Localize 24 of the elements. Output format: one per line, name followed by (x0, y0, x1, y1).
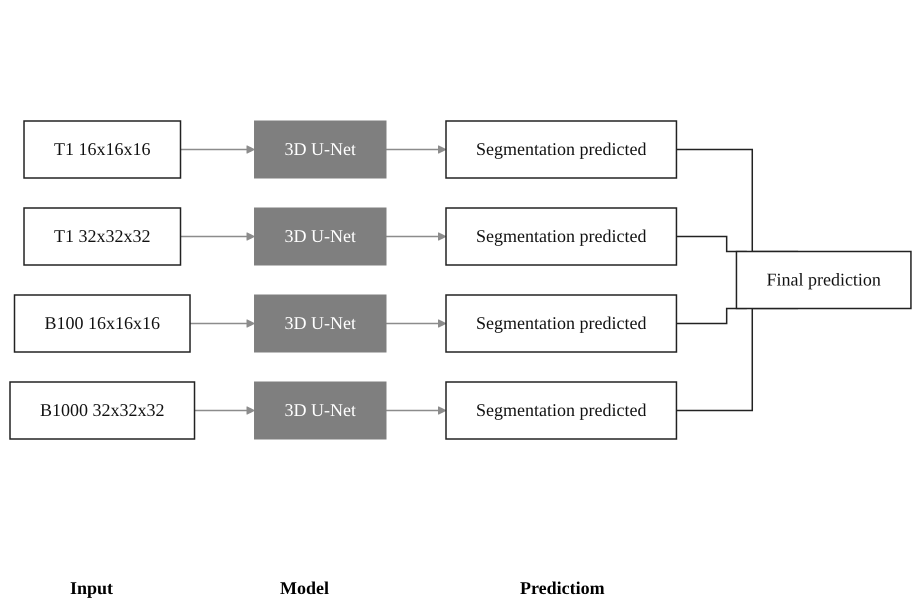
arrow (180, 145, 255, 154)
node-box: T1 16x16x16 (23, 120, 182, 179)
arrow (190, 319, 255, 328)
node-box: 3D U-Net (254, 382, 387, 440)
node-box: Final prediction (736, 250, 912, 310)
column-heading: Input (70, 578, 114, 599)
column-heading: Model (280, 578, 329, 599)
node-box: Segmentation predicted (445, 381, 678, 440)
node-box: Segmentation predicted (445, 294, 678, 353)
node-box: Segmentation predicted (445, 120, 678, 179)
column-heading: Predictiom (520, 578, 605, 599)
node-box: T1 32x32x32 (23, 207, 182, 266)
arrow (180, 232, 255, 241)
node-box: 3D U-Net (254, 208, 387, 266)
node-box: Segmentation predicted (445, 207, 678, 266)
arrow (386, 319, 446, 328)
arrow (194, 406, 255, 415)
arrow (386, 232, 446, 241)
node-box: B100 16x16x16 (14, 294, 191, 353)
node-box: B1000 32x32x32 (9, 381, 196, 440)
arrow (386, 145, 446, 154)
arrow (386, 406, 446, 415)
node-box: 3D U-Net (254, 294, 387, 352)
node-box: 3D U-Net (254, 120, 387, 178)
